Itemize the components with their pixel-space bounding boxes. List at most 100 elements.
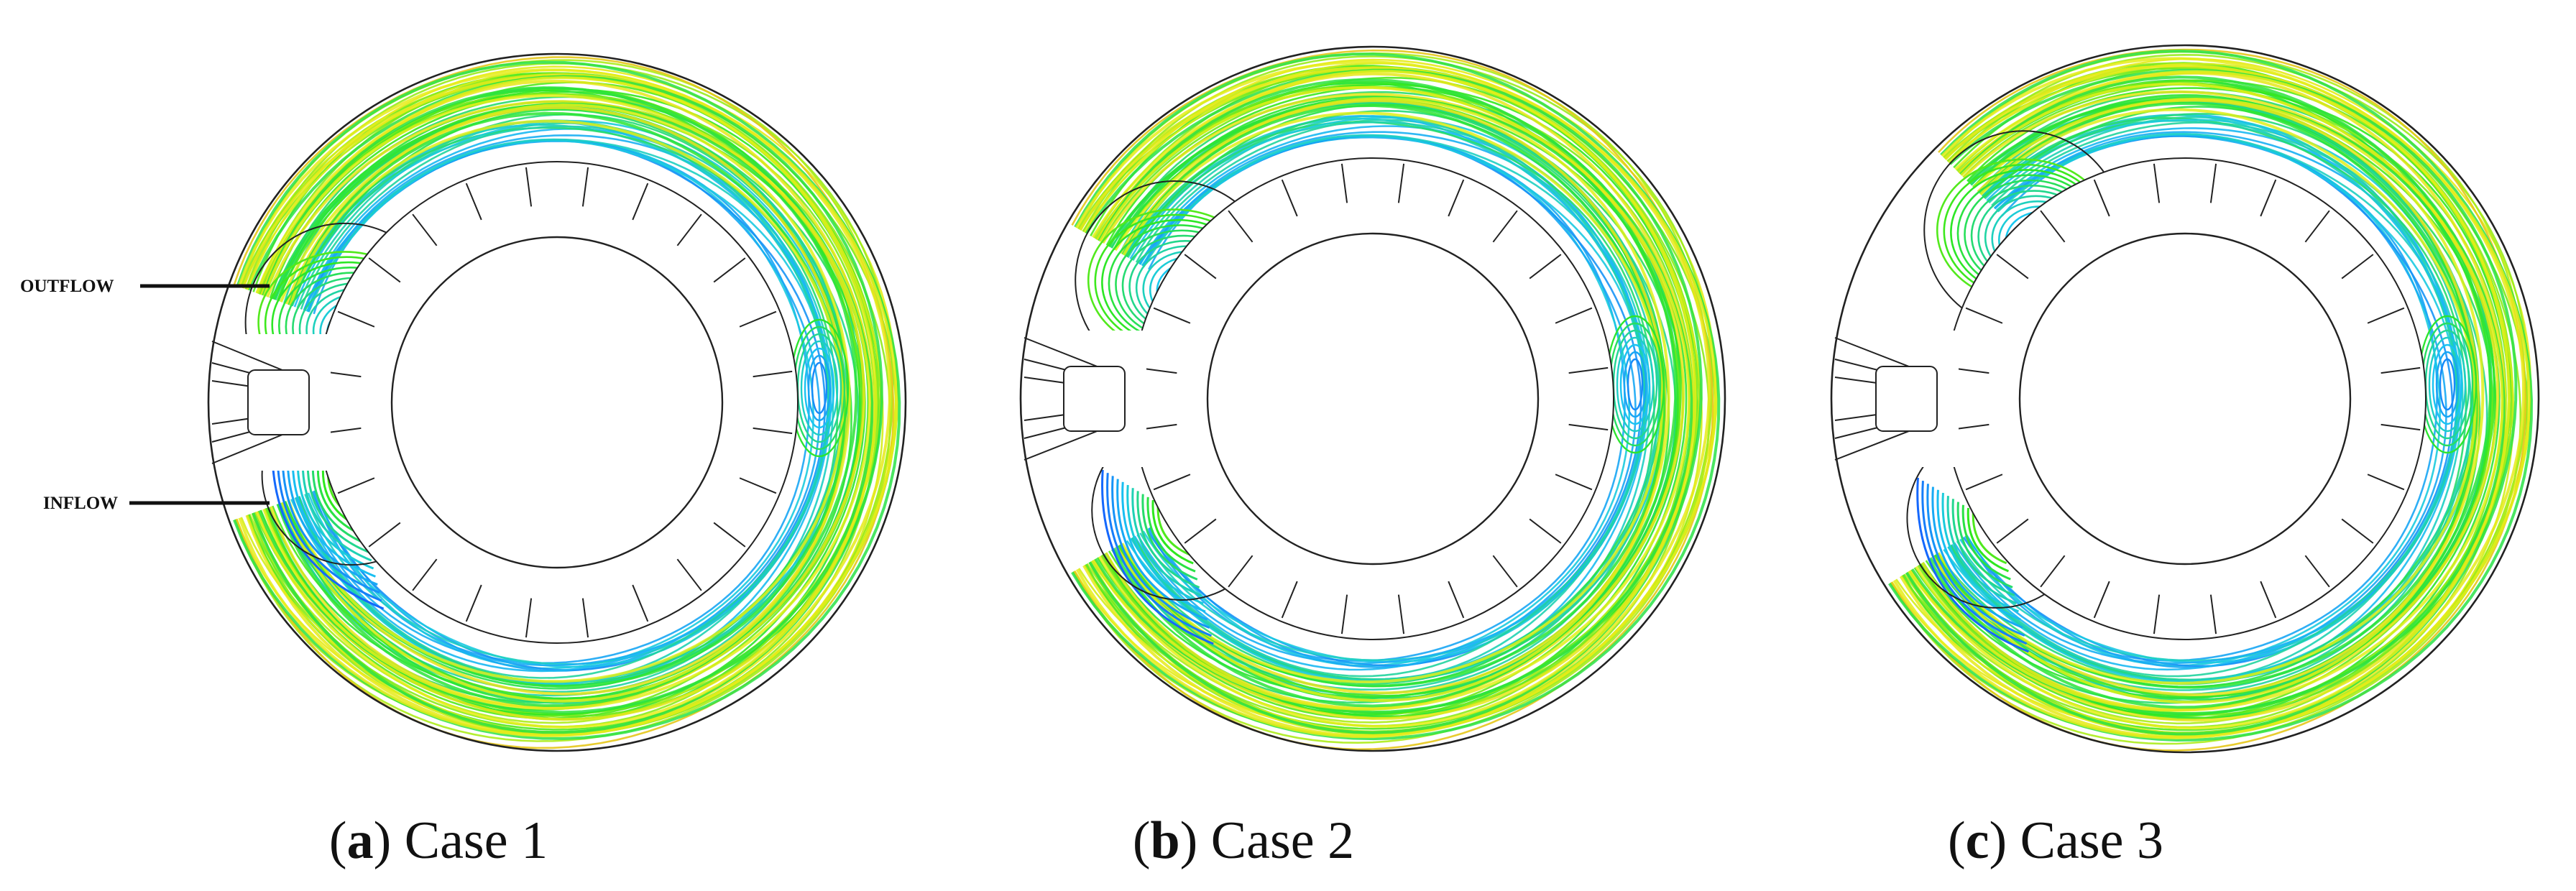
inflow-streamline <box>1951 499 2015 596</box>
stator-slot <box>713 257 746 283</box>
wall-streamline <box>1937 108 2477 685</box>
wall-streamline <box>1094 78 1693 714</box>
inflow-streamline <box>1156 503 1192 557</box>
wall-streamline <box>1079 66 1711 737</box>
channel-block <box>1875 366 1938 432</box>
stator-slot <box>2040 555 2066 588</box>
stator-slot <box>1448 179 1465 217</box>
inflow-streamline <box>1106 473 1212 637</box>
stator-slot <box>368 522 401 548</box>
side-vortex-streamline <box>800 340 839 436</box>
stator-slot <box>1184 518 1217 544</box>
wall-streamline <box>266 100 866 709</box>
streamline <box>1922 93 2496 698</box>
caption-title-b: Case 2 <box>1210 811 1355 870</box>
caption-letter-b: b <box>1150 811 1180 870</box>
inflow-streamline <box>1921 481 2028 645</box>
caption-case-1: (a) Case 1 <box>328 811 548 870</box>
inflow-streamline <box>1916 477 2030 653</box>
inflow-streamline <box>1141 494 1198 581</box>
stator-slot <box>739 310 777 328</box>
inflow-streamline <box>1961 504 2011 581</box>
side-vortex-streamline <box>804 347 835 429</box>
stator-slot <box>1996 254 2029 280</box>
caption-case-2: (b) Case 2 <box>1132 811 1355 870</box>
inflow-streamline <box>1111 476 1210 629</box>
stator-slot <box>2367 474 2405 491</box>
channel-block <box>1063 366 1126 432</box>
stator-slot <box>1153 307 1191 324</box>
wall-streamline <box>1107 96 1678 708</box>
stator-slot <box>676 558 702 591</box>
wall-streamline <box>1899 64 2525 739</box>
panel-case-3 <box>1830 44 2540 754</box>
stator-slot <box>1397 594 1405 634</box>
stator-slot <box>2260 581 2277 619</box>
stator-slot <box>2153 163 2161 203</box>
panel-case-2 <box>1019 45 1726 752</box>
stator-slot <box>1340 163 1348 203</box>
wall-streamline <box>1101 93 1685 710</box>
stator-slot <box>581 167 589 207</box>
wall-streamline <box>258 86 874 714</box>
stator-slot <box>1492 210 1518 243</box>
stator-slot <box>525 598 533 638</box>
rotor-outline <box>1206 232 1540 565</box>
stator-slot <box>1555 474 1593 491</box>
inflow-streamline <box>311 458 368 545</box>
inflow-streamline <box>1146 497 1196 573</box>
stator-slot <box>676 213 702 246</box>
streamline <box>1948 121 2459 678</box>
rotor-outline <box>390 236 724 569</box>
streamline <box>240 69 899 734</box>
stator-slot <box>632 183 649 221</box>
inflow-streamline <box>301 453 372 562</box>
inflow-streamline <box>1926 484 2025 637</box>
side-vortex-streamline <box>1623 351 1647 418</box>
side-vortex-streamline <box>2435 351 2460 418</box>
side-vortex-streamline <box>1619 343 1651 425</box>
wall-streamline <box>1892 57 2531 739</box>
stator-slot <box>412 213 438 246</box>
stator-slot <box>1281 581 1298 619</box>
stator-slot <box>337 477 375 494</box>
stator-slot <box>2260 179 2277 217</box>
stator-slot <box>1492 555 1518 588</box>
stator-slot <box>753 370 793 378</box>
stator-slot <box>1281 179 1298 217</box>
stator-slot <box>465 584 482 622</box>
caption-letter-c: c <box>1965 811 1990 870</box>
wall-streamline <box>1908 70 2511 730</box>
stator-slot <box>1228 555 1254 588</box>
stator-slot <box>2209 163 2217 203</box>
stator-slot <box>337 310 375 328</box>
inflow-streamline <box>1116 479 1208 621</box>
stator-slot <box>2153 594 2161 634</box>
wall-streamline <box>1920 90 2500 711</box>
stator-slot <box>753 427 793 435</box>
wall-streamline <box>241 73 891 737</box>
caption-title-a: Case 1 <box>404 811 548 870</box>
wall-streamline <box>1910 75 2506 715</box>
stator-slot <box>1996 518 2029 544</box>
stator-slot <box>1397 163 1405 203</box>
stator-slot <box>368 257 401 283</box>
wall-streamline <box>272 102 858 707</box>
stator-slot <box>1529 518 1562 544</box>
stator-slot <box>1228 210 1254 243</box>
casing-outline <box>1830 44 2540 754</box>
stator-slot <box>2367 307 2405 324</box>
inflow-streamline <box>1956 502 2013 588</box>
stator-slot <box>2304 555 2330 588</box>
side-vortex-streamline <box>2432 343 2463 425</box>
casing-outline <box>1019 45 1726 752</box>
side-vortex-streamline <box>1616 336 1655 433</box>
caption-title-c: Case 3 <box>2020 811 2164 870</box>
wall-streamline <box>1091 70 1697 728</box>
inflow-streamline <box>1946 496 2018 605</box>
wall-streamline <box>287 119 845 683</box>
inflow-streamline <box>1131 488 1202 597</box>
inflow-streamline <box>1972 511 2007 565</box>
stator-slot <box>2209 594 2217 634</box>
casing-outline <box>207 52 907 752</box>
